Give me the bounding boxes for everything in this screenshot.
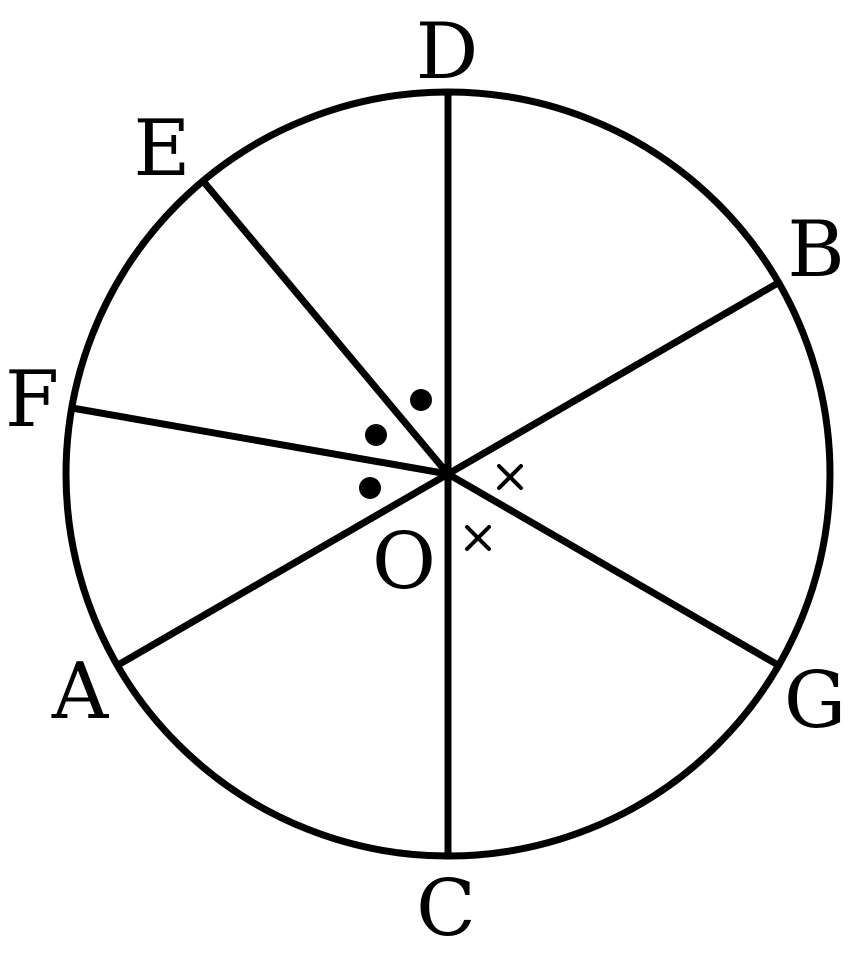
segment-OA (114, 470, 452, 669)
angle-dot-mark (365, 424, 387, 446)
label-B: B (787, 205, 844, 295)
angle-cross-mark (497, 464, 523, 490)
angle-dot-mark (359, 477, 381, 499)
angle-dot-mark (410, 389, 432, 411)
segment-OG (444, 470, 782, 669)
label-O: O (372, 517, 436, 607)
label-F: F (5, 355, 59, 445)
segment-OE (199, 177, 452, 478)
segment-OB (444, 279, 782, 478)
segment-OF (68, 404, 452, 478)
label-D: D (416, 7, 479, 97)
label-G: G (784, 656, 846, 746)
label-C: C (416, 864, 476, 954)
angle-cross-mark (465, 525, 491, 551)
label-E: E (134, 104, 191, 194)
label-A: A (51, 647, 110, 737)
